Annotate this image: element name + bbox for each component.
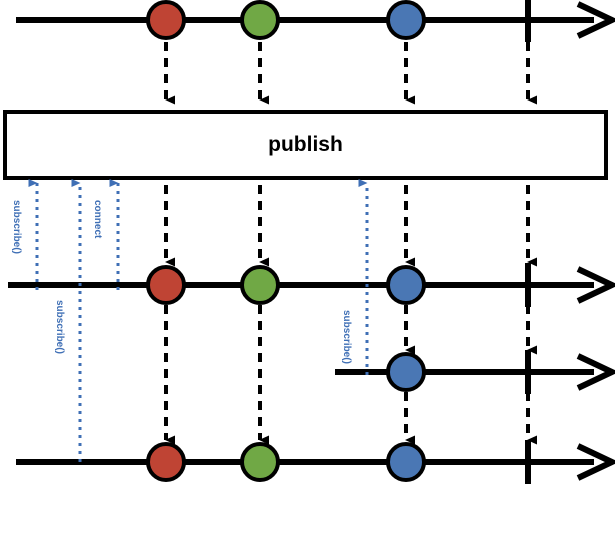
annotations-layer — [28, 179, 369, 462]
marble-blue[interactable] — [386, 265, 426, 305]
timeline-arrowhead — [576, 266, 615, 304]
marble-red[interactable] — [146, 0, 186, 40]
timeline-arrowhead — [576, 353, 615, 391]
subscribe-1-label: subscribe() — [11, 200, 22, 254]
timeline-source-observable — [16, 0, 615, 42]
flow-arrows-layer — [164, 42, 537, 445]
timeline-subscriber-three-observable — [16, 440, 615, 484]
timelines-layer — [3, 0, 615, 484]
marble-blue[interactable] — [386, 352, 426, 392]
marble-blue[interactable] — [386, 0, 426, 40]
marbles-layer — [146, 0, 426, 482]
marble-green[interactable] — [240, 265, 280, 305]
marble-green[interactable] — [240, 0, 280, 40]
timeline-arrowhead — [576, 1, 615, 39]
timeline-subscriber-one-observable — [8, 263, 615, 307]
marble-red[interactable] — [146, 265, 186, 305]
marble-green[interactable] — [240, 442, 280, 482]
connect-label: connect — [92, 200, 103, 239]
subscribe-2-label: subscribe() — [54, 300, 65, 354]
timeline-arrowhead — [576, 443, 615, 481]
publish-operator-box — [3, 110, 608, 180]
timeline-subscriber-two-observable — [335, 350, 615, 394]
marble-red[interactable] — [146, 442, 186, 482]
marble-blue[interactable] — [386, 442, 426, 482]
subscribe-3-label: subscribe() — [341, 310, 352, 364]
